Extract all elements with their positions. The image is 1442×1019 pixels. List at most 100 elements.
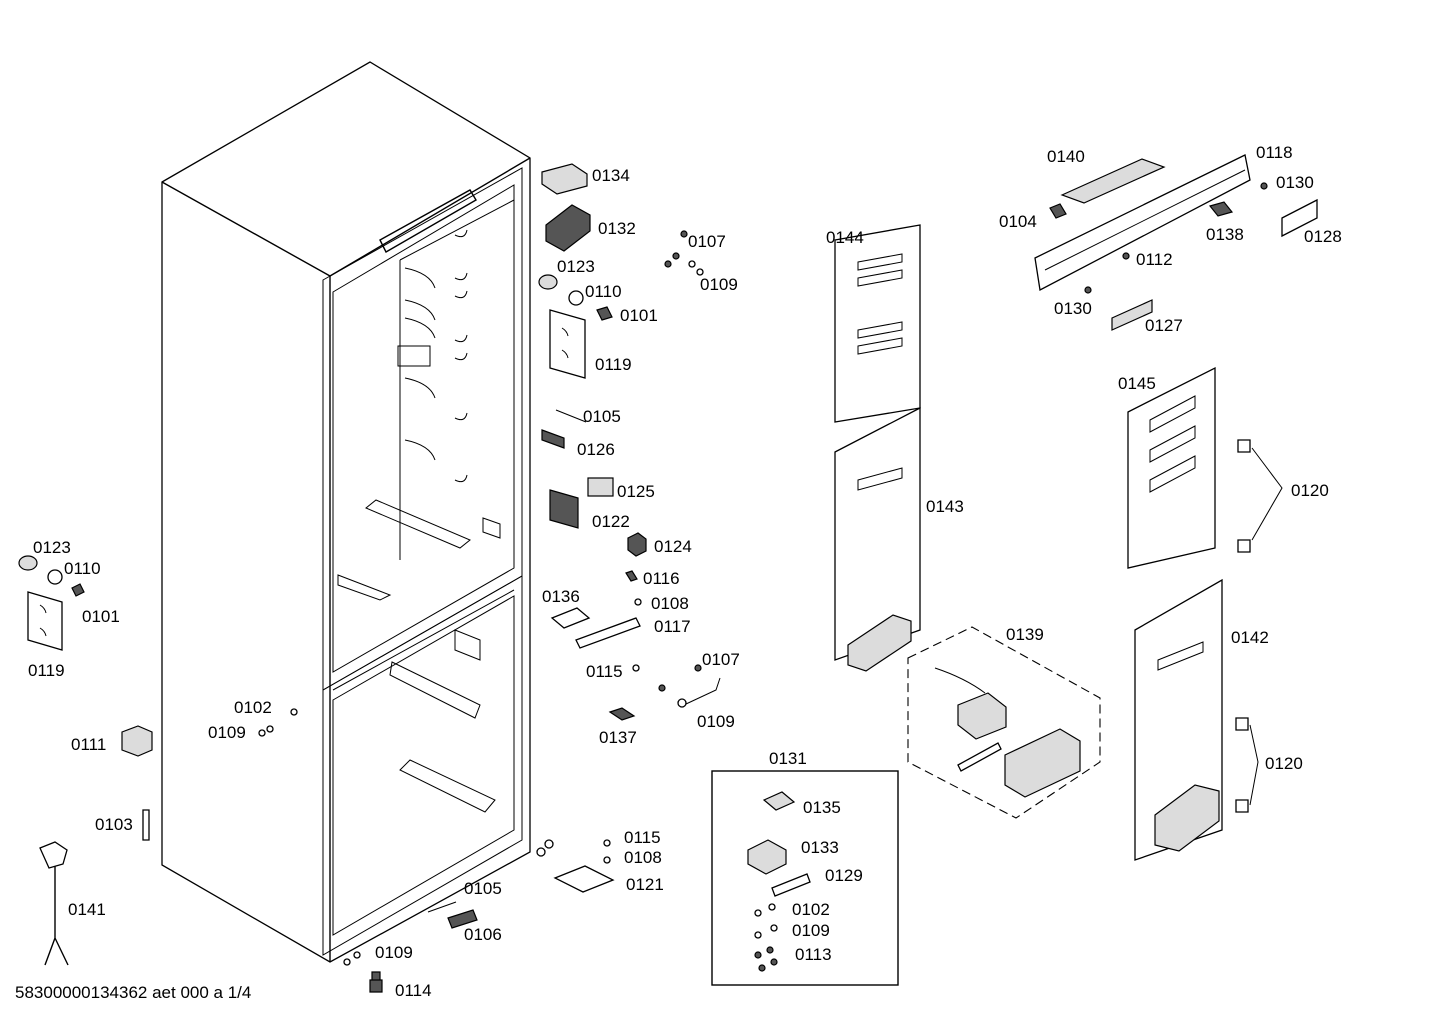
label-0103: 0103 (95, 815, 133, 834)
bushing-0123-left (18, 555, 38, 571)
label-0137: 0137 (599, 728, 637, 747)
label-0114: 0114 (395, 981, 432, 1000)
label-0134: 0134 (592, 166, 630, 185)
label-0109: 0109 (375, 943, 413, 962)
label-0118: 0118 (1256, 143, 1293, 162)
label-0113: 0113 (795, 945, 832, 964)
label-0101: 0101 (82, 607, 120, 626)
label-0101: 0101 (620, 306, 658, 325)
cap-0101-left (71, 583, 85, 597)
part-0136 (550, 607, 591, 629)
control-panel-0118 (1034, 154, 1251, 291)
label-0123: 0123 (33, 538, 71, 557)
part-0124 (627, 532, 647, 557)
part-0106 (447, 909, 478, 929)
hinge-0117 (575, 617, 641, 649)
label-0133: 0133 (801, 838, 839, 857)
label-0107: 0107 (688, 232, 726, 251)
label-0131: 0131 (769, 749, 807, 768)
label-0142: 0142 (1231, 628, 1269, 647)
label-0106: 0106 (464, 925, 502, 944)
label-0136: 0136 (542, 587, 580, 606)
ring-0110-left (47, 569, 63, 585)
pins-0120-lower (1235, 717, 1249, 813)
label-0117: 0117 (654, 617, 691, 636)
panel-0144 (834, 224, 921, 423)
part-labels: 0134 0132 0107 0109 0123 0110 0101 0119 … (15, 143, 1342, 1002)
part-0116 (625, 570, 638, 582)
label-0107: 0107 (702, 650, 740, 669)
label-0119: 0119 (28, 661, 65, 680)
label-0129: 0129 (825, 866, 863, 885)
power-plug-0141 (39, 841, 68, 869)
label-0145: 0145 (1118, 374, 1156, 393)
part-0132 (545, 204, 591, 252)
label-0112: 0112 (1136, 250, 1173, 269)
refrigerator-cabinet (161, 61, 531, 963)
label-0109: 0109 (700, 275, 738, 294)
label-0123: 0123 (557, 257, 595, 276)
panel-0143 (834, 406, 921, 661)
label-0108: 0108 (624, 848, 662, 867)
label-0135: 0135 (803, 798, 841, 817)
assembly-0131 (711, 770, 899, 986)
label-0122: 0122 (592, 512, 630, 531)
screw-0114 (369, 971, 383, 993)
label-0130: 0130 (1054, 299, 1092, 318)
label-0115: 0115 (624, 828, 661, 847)
part-0127 (1111, 299, 1153, 331)
middle-parts (343, 163, 721, 993)
label-0138: 0138 (1206, 225, 1244, 244)
label-0126: 0126 (577, 440, 615, 459)
label-0127: 0127 (1145, 316, 1183, 335)
grille-0122 (549, 489, 579, 529)
label-0110: 0110 (585, 282, 622, 301)
label-0141: 0141 (68, 900, 106, 919)
label-0111: 0111 (71, 735, 106, 754)
label-0110: 0110 (64, 559, 101, 578)
label-0140: 0140 (1047, 147, 1085, 166)
cover-0119-left (27, 591, 63, 651)
control-panel (1034, 154, 1318, 331)
label-0102: 0102 (234, 698, 272, 717)
part-0128 (1281, 198, 1318, 238)
label-0121: 0121 (626, 875, 664, 894)
label-0139: 0139 (1006, 625, 1044, 644)
part-0104 (1049, 203, 1067, 219)
label-0119: 0119 (595, 355, 632, 374)
label-0105: 0105 (464, 879, 502, 898)
door-panels (834, 224, 1283, 861)
display-0140 (1060, 158, 1166, 204)
label-0105: 0105 (583, 407, 621, 426)
label-0125: 0125 (617, 482, 655, 501)
assembly-0139 (907, 626, 1101, 819)
left-parts (18, 555, 298, 966)
label-0143: 0143 (926, 497, 964, 516)
label-0132: 0132 (598, 219, 636, 238)
part-0126 (541, 429, 565, 449)
label-0102: 0102 (792, 900, 830, 919)
label-0109: 0109 (208, 723, 246, 742)
label-0115: 0115 (586, 662, 623, 681)
label-0108: 0108 (651, 594, 689, 613)
label-0104: 0104 (999, 212, 1037, 231)
label-0120: 0120 (1291, 481, 1329, 500)
label-0144: 0144 (826, 228, 864, 247)
part-0138 (1208, 201, 1234, 217)
label-0116: 0116 (643, 569, 680, 588)
label-0109: 0109 (697, 712, 735, 731)
part-0134 (541, 163, 588, 195)
pin-0103 (142, 809, 150, 841)
document-code: 58300000134362 aet 000 a 1/4 (15, 983, 251, 1002)
label-0109: 0109 (792, 921, 830, 940)
label-0120: 0120 (1265, 754, 1303, 773)
part-0125 (587, 477, 614, 497)
cover-0119-mid (549, 309, 586, 379)
clip-0111 (121, 725, 153, 757)
label-0128: 0128 (1304, 227, 1342, 246)
hinge-0121 (553, 865, 615, 893)
part-0137 (608, 707, 636, 721)
pins-0120-upper (1237, 439, 1251, 553)
label-0130: 0130 (1276, 173, 1314, 192)
